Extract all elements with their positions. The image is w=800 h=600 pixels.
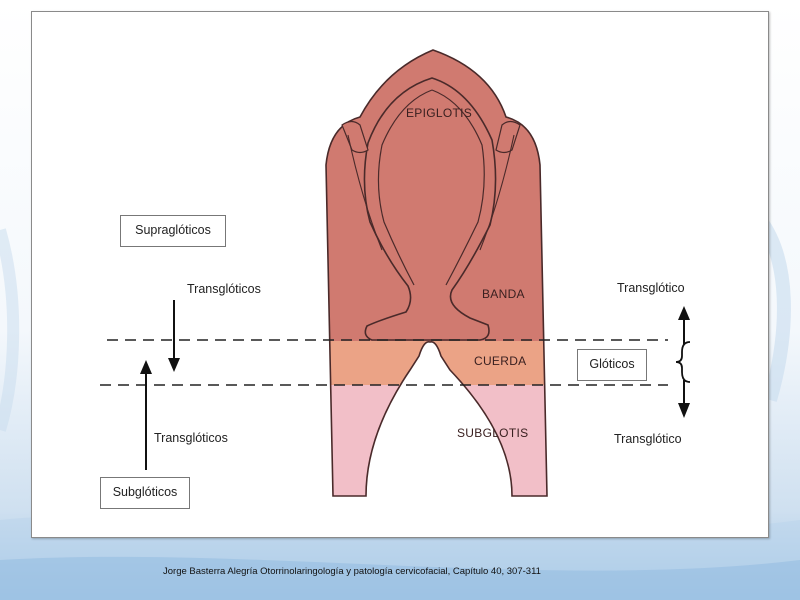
left-fold-line: [347, 134, 383, 251]
transglottic-right-top-label: Transglótico: [617, 281, 685, 295]
subglottic-box: Subglóticos: [100, 477, 190, 509]
glottic-box: Glóticos: [577, 349, 647, 381]
right-fold-line: [479, 134, 515, 251]
transglottic-right-bottom-label: Transglótico: [614, 432, 682, 446]
right-fold: [495, 120, 521, 154]
band-label: BANDA: [482, 287, 525, 301]
right-double-arrow: [675, 306, 691, 418]
left-fold: [341, 120, 369, 154]
epiglottis-label: EPIGLOTIS: [406, 106, 473, 120]
down-arrow: [168, 300, 180, 372]
epiglottis-inner-contour: [377, 89, 485, 286]
supraglottic-box: Supraglóticos: [120, 215, 226, 247]
transglottic-up-label: Transglóticos: [154, 431, 228, 445]
up-arrow: [140, 360, 152, 470]
citation-caption: Jorge Basterra Alegría Otorrinolaringolo…: [163, 566, 541, 577]
cord-label: CUERDA: [474, 354, 527, 368]
transglottic-down-label: Transglóticos: [187, 282, 261, 296]
subglottis-label: SUBGLOTIS: [457, 426, 529, 440]
